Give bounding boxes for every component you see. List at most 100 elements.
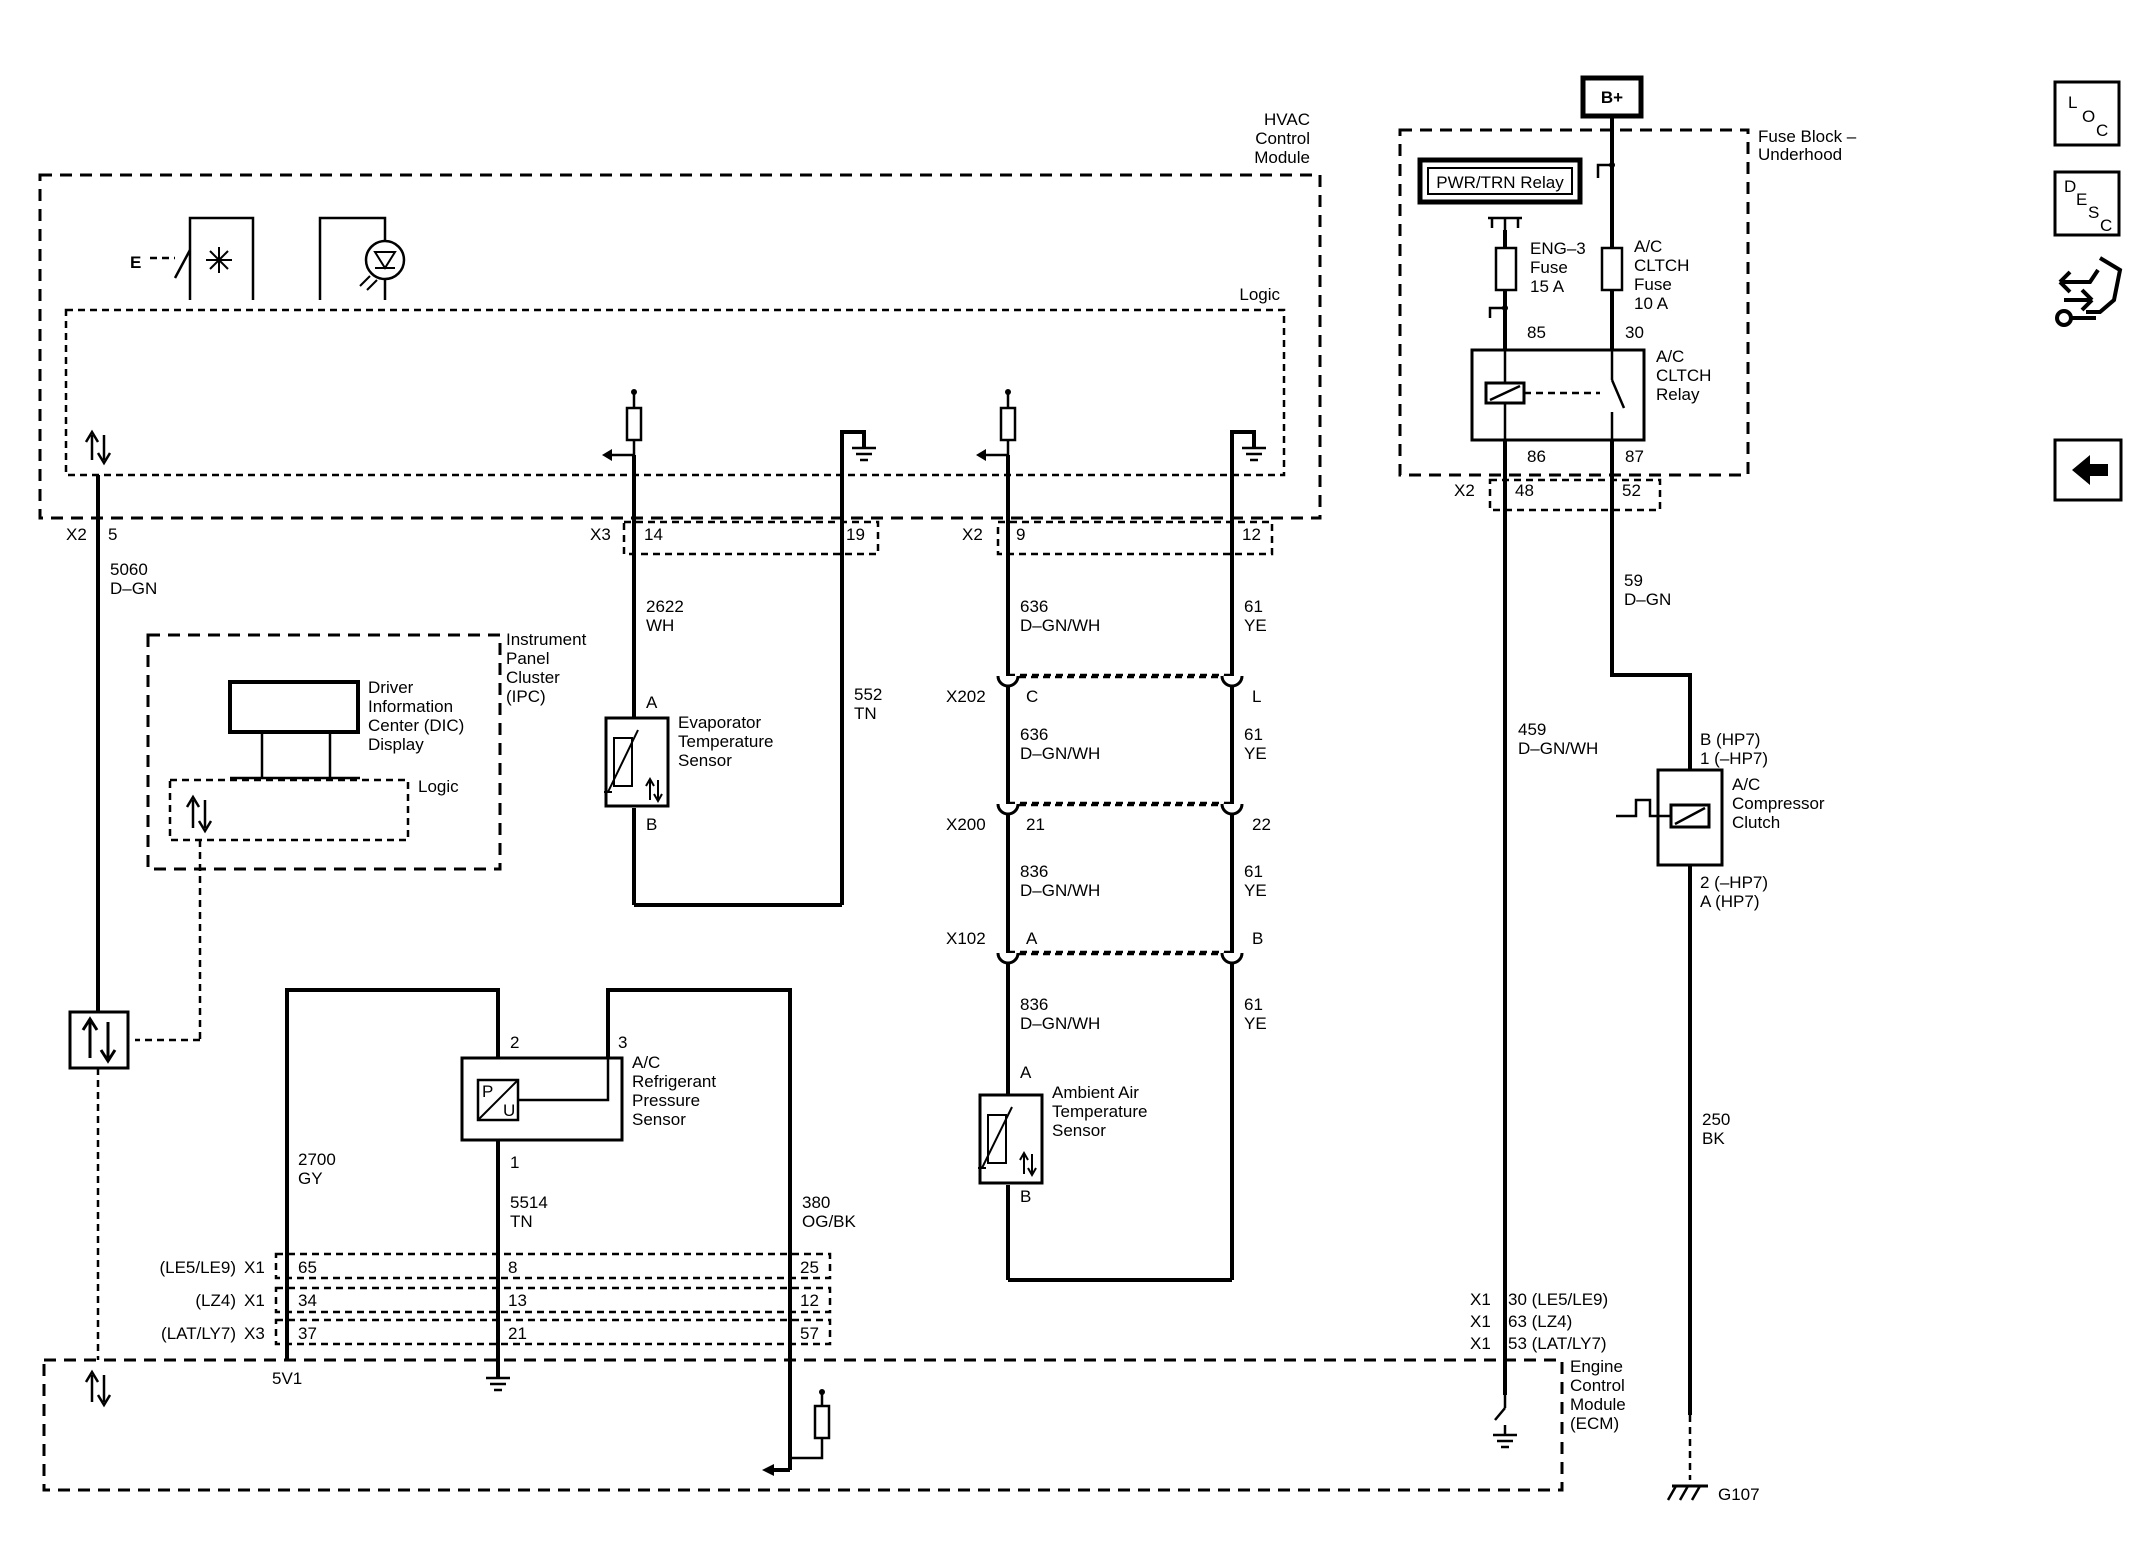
ambient-pin-b: B: [1020, 1187, 1031, 1206]
row1-conn: X1: [244, 1258, 265, 1277]
eng3-fuse-label-2: Fuse: [1530, 258, 1568, 277]
row3-pin-3: 57: [800, 1324, 819, 1343]
wire-552-num: 552: [854, 685, 882, 704]
wire-250-num: 250: [1702, 1110, 1730, 1129]
diagnostic-procedure-icon[interactable]: [2055, 256, 2123, 327]
x2b-pin-9: 9: [1016, 525, 1025, 544]
arrow-left-icon: [2072, 455, 2108, 485]
evap-label-3: Sensor: [678, 751, 732, 770]
x202-pin-c: C: [1026, 687, 1038, 706]
clutch-label-3: Clutch: [1732, 813, 1780, 832]
dic-label-1: Driver: [368, 678, 414, 697]
ecm-r1-pin: 30 (LE5/LE9): [1508, 1290, 1608, 1309]
pressure-low-ref-ground-icon: [486, 1376, 510, 1392]
ac-compressor-clutch: B (HP7) 1 (–HP7) A/C Compressor Clutch 2…: [1616, 730, 1825, 911]
x102-pin-b: B: [1252, 929, 1263, 948]
evap-pin-b: B: [646, 815, 657, 834]
serial-data-gateway-icon: [68, 1010, 130, 1070]
instrument-panel-cluster: Instrument Panel Cluster (IPC) Driver In…: [146, 630, 587, 871]
wire-836b-color: D–GN/WH: [1020, 1014, 1100, 1033]
dic-label-2: Information: [368, 697, 453, 716]
pressure-symbol-p: P: [482, 1082, 493, 1101]
ambient-pin-a: A: [1020, 1063, 1032, 1082]
wire-61b-color: YE: [1244, 744, 1267, 763]
ecm-connector-rows: (LE5/LE9) X1 65 8 25 (LZ4) X1 34 13 12 (…: [159, 1252, 1608, 1353]
x102-pin-a: A: [1026, 929, 1038, 948]
clutch-relay-driver-icon: [1493, 1395, 1517, 1449]
pressure-signal-resistor-icon: [762, 1389, 831, 1476]
hvac-x2-pin: 5: [108, 525, 117, 544]
wire-61a-num: 61: [1244, 597, 1263, 616]
fuse-block-x2-connector: X2 48 52: [1454, 478, 1662, 512]
wire-5060-num: 5060: [110, 560, 148, 579]
relay-pin-86: 86: [1527, 447, 1546, 466]
description-view-button[interactable]: D E S C: [2053, 170, 2121, 237]
fb-pin-52: 52: [1622, 481, 1641, 500]
battery-positive: B+: [1580, 75, 1644, 119]
wire-836a-num: 836: [1020, 862, 1048, 881]
row1-pin-3: 25: [800, 1258, 819, 1277]
back-button[interactable]: [2053, 438, 2123, 502]
pressure-pin-1: 1: [510, 1153, 519, 1172]
eng3-fuse-label-3: 15 A: [1530, 277, 1565, 296]
clutch-pin-1: 1 (–HP7): [1700, 749, 1768, 768]
evaporator-temperature-sensor: A B Evaporator Temperature Sensor: [604, 693, 773, 834]
ac-clutch-relay: 85 30 86 87 A/C CLTCH Relay: [1470, 323, 1711, 466]
wire-5060: 5060 D–GN: [110, 560, 157, 598]
wire-459: 459 D–GN/WH: [1518, 720, 1598, 758]
ipc-logic-label: Logic: [418, 777, 459, 796]
ac-clutch-fuse-label-1: A/C: [1634, 237, 1662, 256]
wire-2700-num: 2700: [298, 1150, 336, 1169]
ecm-r2-conn: X1: [1470, 1312, 1491, 1331]
pressure-pin-2: 2: [510, 1033, 519, 1052]
location-view-button[interactable]: L O C: [2053, 80, 2121, 147]
row2-pin-3: 12: [800, 1291, 819, 1310]
ac-clutch-fuse-label-3: Fuse: [1634, 275, 1672, 294]
hvac-label-1: HVAC: [1264, 110, 1310, 129]
wire-61c-num: 61: [1244, 862, 1263, 881]
ecm-label-1: Engine: [1570, 1357, 1623, 1376]
relay-pin-87: 87: [1625, 447, 1644, 466]
row2-variant: (LZ4): [195, 1291, 236, 1310]
wire-380-color: OG/BK: [802, 1212, 857, 1231]
evap-label-1: Evaporator: [678, 713, 761, 732]
wire-59-num: 59: [1624, 571, 1643, 590]
ecm-label-3: Module: [1570, 1395, 1626, 1414]
ipc-label-2: Panel: [506, 649, 549, 668]
battery-label: B+: [1601, 88, 1623, 107]
fuse-block-label-2: Underhood: [1758, 145, 1842, 164]
ac-clutch-fuse-label-2: CLTCH: [1634, 256, 1689, 275]
relay-label-1: A/C: [1656, 347, 1684, 366]
clutch-label-1: A/C: [1732, 775, 1760, 794]
ground-label: G107: [1718, 1485, 1760, 1504]
dic-label-3: Center (DIC): [368, 716, 464, 735]
loc-letter-l: L: [2068, 93, 2077, 112]
relay-pin-85: 85: [1527, 323, 1546, 342]
ambient-label-3: Sensor: [1052, 1121, 1106, 1140]
wire-250-color: BK: [1702, 1129, 1725, 1148]
pressure-label-3: Pressure: [632, 1091, 700, 1110]
relay-label-2: CLTCH: [1656, 366, 1711, 385]
inline-connectors: X202 C L X200 21 22 X102 A B: [946, 673, 1271, 965]
ecm-r2-pin: 63 (LZ4): [1508, 1312, 1572, 1331]
wire-459-color: D–GN/WH: [1518, 739, 1598, 758]
ambient-label-2: Temperature: [1052, 1102, 1147, 1121]
wire-380-num: 380: [802, 1193, 830, 1212]
pressure-label-2: Refrigerant: [632, 1072, 716, 1091]
ambient-low-ref-ground-icon: [1230, 430, 1266, 518]
ac-refrigerant-pressure-sensor: P U 2 3 1 A/C Refrigerant Pressure Senso…: [460, 1033, 716, 1172]
wire-836b-num: 836: [1020, 995, 1048, 1014]
pressure-pin-3: 3: [618, 1033, 627, 1052]
wire-636a-num: 636: [1020, 597, 1048, 616]
wire-2622-num: 2622: [646, 597, 684, 616]
eng3-fuse: ENG–3 Fuse 15 A: [1494, 239, 1586, 296]
hvac-x2-connector: X2 5: [66, 525, 117, 544]
wire-61a-color: YE: [1244, 616, 1267, 635]
ecm-serial-data-icon: [84, 1369, 112, 1408]
row2-pin-1: 34: [298, 1291, 317, 1310]
ac-clutch-fuse: A/C CLTCH Fuse 10 A: [1600, 237, 1689, 313]
row1-variant: (LE5/LE9): [159, 1258, 236, 1277]
pressure-label-1: A/C: [632, 1053, 660, 1072]
wire-552: 552 TN: [854, 685, 882, 723]
x200-pin-22: 22: [1252, 815, 1271, 834]
